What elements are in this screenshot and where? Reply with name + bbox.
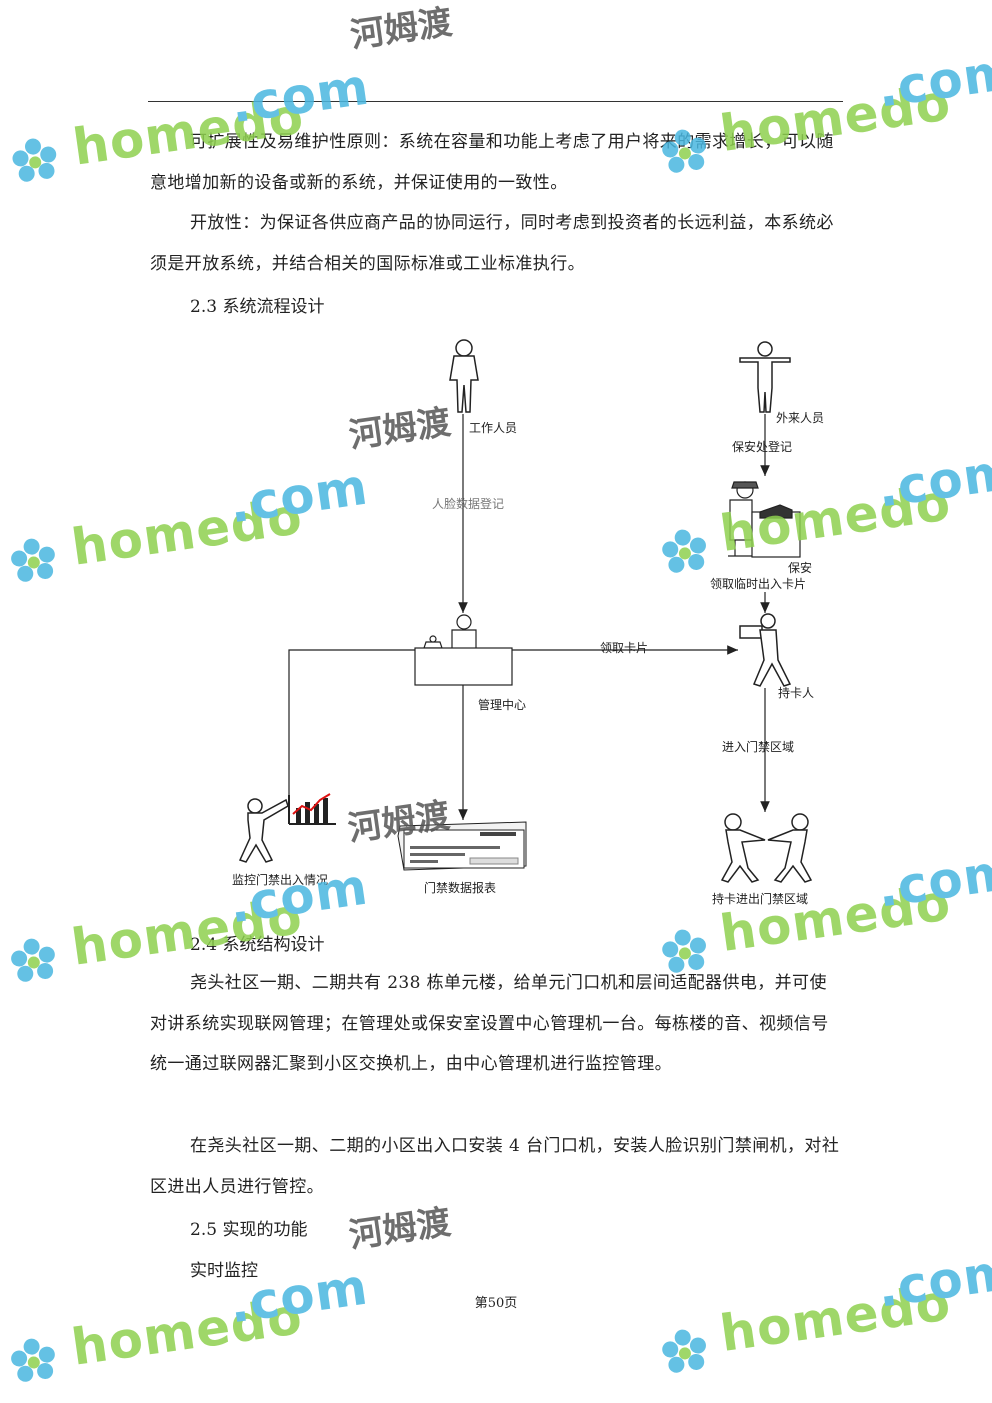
management-center-label: 管理中心	[478, 697, 526, 712]
temp-card-label: 领取临时出入卡片	[710, 577, 806, 591]
staff-person-icon	[449, 339, 479, 413]
guard-label: 保安	[788, 560, 812, 575]
heading-2-5: 2.5 实现的功能	[190, 1220, 308, 1240]
guard-desk-icon	[728, 481, 801, 558]
visitor-label: 外来人员	[776, 411, 824, 425]
get-card-label: 领取卡片	[600, 641, 648, 655]
enter-area-label: 进入门禁区域	[722, 739, 794, 754]
staff-label: 工作人员	[469, 421, 517, 435]
card-holder-icon	[739, 613, 792, 687]
line-monitor-to-center	[288, 649, 415, 795]
security-register-label: 保安处登记	[732, 439, 792, 454]
monitor-person-icon	[238, 798, 289, 863]
report-label: 门禁数据报表	[424, 880, 496, 895]
monitor-label: 监控门禁出入情况	[232, 872, 328, 887]
card-in-out-label: 持卡进出门禁区域	[712, 891, 808, 906]
report-document-icon	[397, 821, 527, 871]
chart-board-icon	[288, 793, 336, 825]
management-center-icon	[414, 614, 513, 686]
face-register-label: 人脸数据登记	[432, 496, 504, 511]
paragraph-entrance: 在尧头社区一期、二期的小区出入口安装 4 台门口机，安装人脸识别门禁闸机，对社区…	[150, 1136, 840, 1197]
paragraph-structure: 尧头社区一期、二期共有 238 栋单元楼，给单元门口机和层间适配器供电，并可使对…	[150, 973, 829, 1074]
page-number: 第50页	[474, 1296, 518, 1311]
heading-2-3: 2.3 系统流程设计	[190, 297, 325, 317]
card-holder-label: 持卡人	[778, 685, 814, 700]
paragraph-openness: 开放性：为保证各供应商产品的协同运行，同时考虑到投资者的长远利益，本系统必须是开…	[150, 213, 834, 274]
two-people-icon	[720, 813, 813, 883]
realtime-monitoring-text: 实时监控	[190, 1261, 258, 1281]
heading-2-4: 2.4 系统结构设计	[190, 935, 325, 955]
header-rule	[148, 101, 843, 102]
visitor-person-icon	[739, 341, 791, 413]
